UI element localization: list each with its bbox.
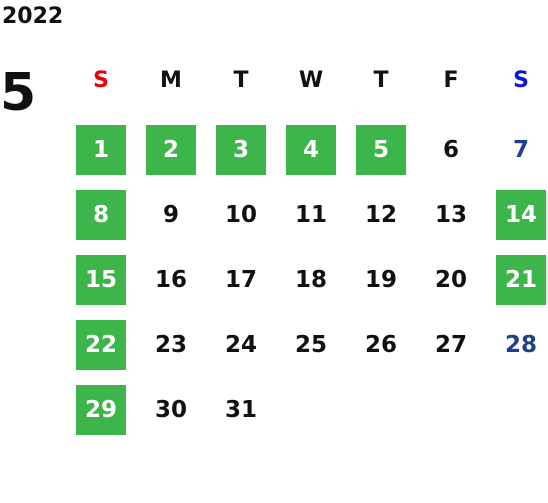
calendar-cell: 2 [136,120,206,185]
calendar-cell: 26 [346,315,416,380]
calendar-day: 5 [356,125,406,175]
month-number: 5 [0,63,37,123]
calendar-day: 6 [442,136,459,163]
calendar-cell: 4 [276,120,346,185]
calendar-cell: 10 [206,185,276,250]
calendar-cell: 5 [346,120,416,185]
calendar-cell: 14 [486,185,548,250]
calendar-cell: 29 [66,380,136,445]
calendar-day: 9 [162,201,179,228]
calendar-cell: 17 [206,250,276,315]
weekday-wed: W [298,68,324,93]
calendar-day: 27 [434,331,467,358]
calendar-cell: 21 [486,250,548,315]
calendar-cell: 23 [136,315,206,380]
calendar-day: 15 [76,255,126,305]
calendar-day: 31 [224,396,257,423]
calendar-cell: 8 [66,185,136,250]
weekday-fri: F [443,68,459,93]
weekday-header-row: S M T W T F S [66,64,548,98]
year-label: 2022 [2,4,64,29]
calendar-cell: 20 [416,250,486,315]
weekday-sat: S [513,68,529,93]
calendar-day: 30 [154,396,187,423]
calendar-cell: 27 [416,315,486,380]
calendar-day: 29 [76,385,126,435]
calendar-cell: 19 [346,250,416,315]
calendar-day: 11 [294,201,327,228]
calendar-cell: 24 [206,315,276,380]
calendar-cell: 28 [486,315,548,380]
calendar-cell: 18 [276,250,346,315]
calendar-cell [486,380,548,445]
calendar-cell: 15 [66,250,136,315]
calendar-day: 1 [76,125,126,175]
calendar-day: 25 [294,331,327,358]
calendar-cell: 16 [136,250,206,315]
calendar-day: 7 [512,136,529,163]
calendar-day: 18 [294,266,327,293]
calendar-day: 8 [76,190,126,240]
calendar-cell: 9 [136,185,206,250]
weekday-mon: M [160,68,182,93]
calendar-day: 16 [154,266,187,293]
calendar-cell: 3 [206,120,276,185]
calendar-day: 10 [224,201,257,228]
calendar-cell: 25 [276,315,346,380]
calendar-day: 21 [496,255,546,305]
calendar-day: 12 [364,201,397,228]
weekday-thu: T [373,68,389,93]
calendar-day: 2 [146,125,196,175]
calendar-cell [416,380,486,445]
calendar-day: 26 [364,331,397,358]
calendar-day: 4 [286,125,336,175]
calendar-cell: 22 [66,315,136,380]
calendar-cell: 6 [416,120,486,185]
calendar-day: 14 [496,190,546,240]
calendar-day: 13 [434,201,467,228]
calendar-cell: 11 [276,185,346,250]
calendar-cell [276,380,346,445]
weekday-tue: T [233,68,249,93]
calendar-day: 17 [224,266,257,293]
calendar-day: 3 [216,125,266,175]
calendar-cell: 13 [416,185,486,250]
calendar-day: 22 [76,320,126,370]
weekday-sun: S [93,68,109,93]
calendar-cell: 30 [136,380,206,445]
calendar-cell: 12 [346,185,416,250]
calendar-cell: 31 [206,380,276,445]
calendar-cell: 1 [66,120,136,185]
calendar-day: 19 [364,266,397,293]
calendar-day: 28 [504,331,537,358]
calendar-day: 20 [434,266,467,293]
calendar-cell: 7 [486,120,548,185]
calendar-day: 24 [224,331,257,358]
calendar-cell [346,380,416,445]
calendar-day: 23 [154,331,187,358]
